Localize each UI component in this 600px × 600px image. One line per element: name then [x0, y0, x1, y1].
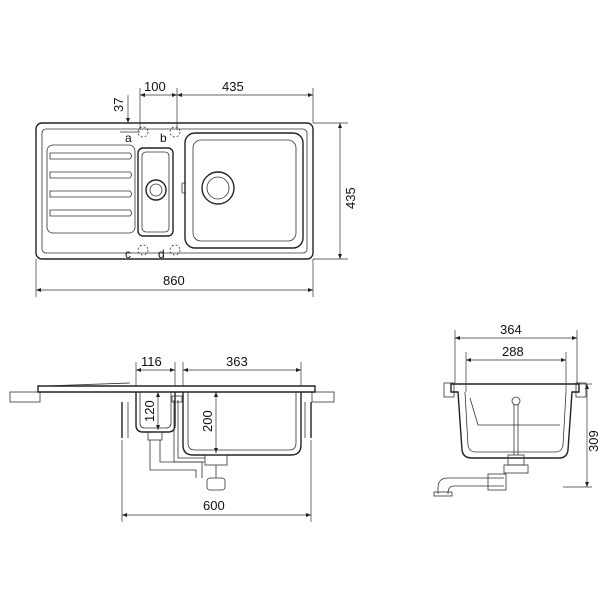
corner-label-c: c: [125, 247, 131, 261]
mount-a: [137, 126, 149, 138]
dim-435-vertical: 435: [313, 122, 358, 260]
dim-363: 363: [182, 354, 302, 386]
top-view-outline: [35, 122, 314, 260]
main-bowl-drain: [201, 171, 235, 205]
corner-label-a: a: [125, 131, 132, 145]
mount-d: [169, 244, 181, 256]
dim-120-label: 120: [142, 400, 157, 422]
corner-label-d: d: [158, 247, 165, 261]
dim-600-label: 600: [203, 498, 225, 513]
top-view-inner-rim: [41, 128, 308, 254]
dim-116-label: 116: [141, 354, 162, 369]
dim-860: 860: [35, 259, 314, 297]
front-view: 116 363 120 200: [9, 354, 335, 522]
top-view: a b c d 37 100 435: [35, 79, 358, 297]
small-bowl: [137, 147, 174, 237]
dim-200: 200: [200, 392, 218, 453]
dim-120: 120: [142, 392, 160, 430]
dim-364-label: 364: [500, 322, 522, 337]
dim-860-label: 860: [163, 273, 185, 288]
small-bowl-inner: [141, 151, 170, 233]
dim-435-horizontal: 435: [177, 79, 314, 123]
dim-309-label: 309: [586, 430, 600, 452]
dim-600: 600: [121, 440, 312, 522]
dim-37: 37: [111, 95, 140, 133]
mount-b: [169, 126, 181, 138]
main-bowl-inner: [192, 139, 297, 242]
main-bowl-drain-inner: [206, 176, 230, 200]
dim-435-vertical-label: 435: [343, 187, 358, 209]
side-countertop-left: [443, 382, 455, 398]
corner-label-b: b: [160, 131, 167, 145]
side-sink-outline: [450, 383, 580, 459]
front-main-bowl: [182, 392, 302, 456]
dim-364: 364: [454, 322, 578, 383]
countertop-left: [9, 391, 41, 403]
side-overflow: [511, 396, 521, 406]
small-bowl-drain-inner: [149, 183, 163, 197]
dim-363-label: 363: [226, 354, 248, 369]
side-view: 364 288 309: [433, 322, 600, 497]
dim-309: 309: [563, 383, 600, 488]
dim-288-label: 288: [502, 344, 524, 359]
dim-288: 288: [465, 344, 567, 392]
mount-c: [137, 244, 149, 256]
dim-200-label: 200: [200, 410, 215, 432]
dim-116: 116: [135, 354, 176, 386]
dim-100-label: 100: [144, 79, 166, 94]
side-waste-pipe: [437, 477, 504, 494]
countertop-right: [311, 391, 335, 403]
front-sink-top: [37, 385, 316, 393]
dim-37-label: 37: [111, 98, 126, 112]
small-bowl-drain: [145, 179, 167, 201]
drainer-grooves: [46, 144, 136, 234]
dim-435-horizontal-label: 435: [222, 79, 244, 94]
main-bowl: [184, 132, 304, 249]
side-countertop-right: [575, 382, 587, 398]
